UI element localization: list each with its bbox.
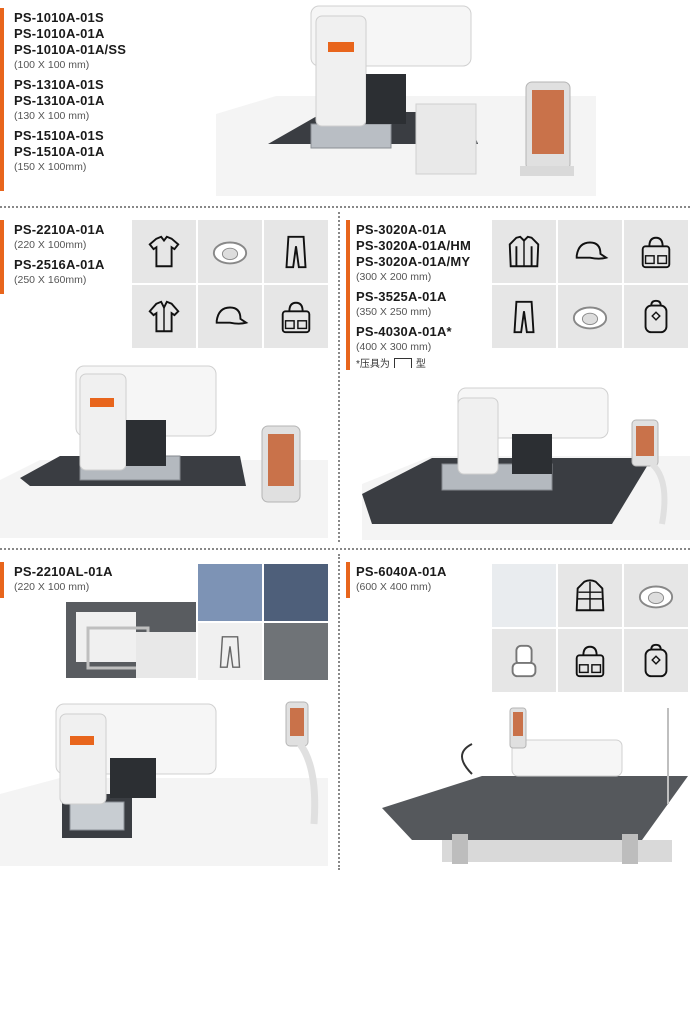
- accent-bar: [0, 562, 4, 598]
- pants-pattern-icon: [198, 623, 262, 680]
- sewing-area-size: (350 X 250 mm): [356, 306, 432, 318]
- sewing-area-size: (130 X 100 mm): [14, 110, 90, 122]
- section-divider: [0, 206, 690, 208]
- section-mid-right: PS-3020A-01A PS-3020A-01A/HM PS-3020A-01…: [342, 212, 690, 542]
- backpack-icon: [624, 285, 688, 348]
- sewing-area-size: (300 X 200 mm): [356, 271, 432, 283]
- column-divider: [338, 212, 340, 542]
- down-jacket-icon: [558, 564, 622, 627]
- handbag-icon: [624, 220, 688, 283]
- sewing-area-size: (250 X 160mm): [14, 274, 87, 286]
- pants-icon: [264, 220, 328, 283]
- cap-icon: [558, 220, 622, 283]
- quilted-fabric-photo: [492, 564, 556, 627]
- model-name: PS-3020A-01A/HM: [356, 238, 471, 253]
- clamp-note-suffix: 型: [415, 359, 426, 370]
- column-divider: [338, 554, 340, 870]
- model-name: PS-1310A-01S: [14, 77, 104, 92]
- model-name: PS-2210A-01A: [14, 222, 105, 237]
- handbag-icon: [264, 285, 328, 348]
- jeans-leg-photo: [264, 564, 328, 621]
- pattern-sewing-machine-icon: [382, 704, 688, 864]
- model-name: PS-3525A-01A: [356, 289, 447, 304]
- section-bottom-right: PS-6040A-01A (600 X 400 mm): [342, 554, 690, 870]
- pants-icon: [492, 285, 556, 348]
- model-name: PS-1010A-01A/SS: [14, 42, 127, 57]
- model-list: PS-2210A-01A (220 X 100mm) PS-2516A-01A …: [14, 222, 105, 292]
- model-name: PS-1310A-01A: [14, 93, 105, 108]
- shoe-upper-icon: [624, 564, 688, 627]
- model-list: PS-1010A-01S PS-1010A-01A PS-1010A-01A/S…: [14, 10, 126, 179]
- section-divider: [0, 548, 690, 550]
- model-name: PS-3020A-01A: [356, 222, 447, 237]
- shirt-icon: [132, 285, 196, 348]
- accent-bar: [0, 8, 4, 191]
- model-name: PS-1510A-01S: [14, 128, 104, 143]
- clamp-note: *压具为 型: [356, 355, 471, 370]
- model-list: PS-3020A-01A PS-3020A-01A/HM PS-3020A-01…: [356, 222, 471, 370]
- jacket-icon: [492, 220, 556, 283]
- section-bottom-left: PS-2210AL-01A (220 X 100 mm): [0, 554, 336, 870]
- sewing-area-size: (400 X 300 mm): [356, 341, 432, 353]
- machine-closeup-photo: [66, 602, 196, 678]
- frame-shape-icon: [393, 357, 412, 368]
- shoe-upper-icon: [198, 220, 262, 283]
- polo-shirt-icon: [132, 220, 196, 283]
- application-icon-grid: [492, 220, 688, 348]
- model-name: PS-2210AL-01A: [14, 564, 113, 579]
- sewing-area-size: (600 X 400 mm): [356, 581, 432, 593]
- clamp-note-text: *压具为: [356, 359, 390, 370]
- model-list: PS-2210AL-01A (220 X 100 mm): [14, 564, 113, 599]
- model-name: PS-6040A-01A: [356, 564, 447, 579]
- shoe-upper-icon: [558, 285, 622, 348]
- accent-bar: [346, 562, 350, 598]
- pattern-sewing-machine-icon: [362, 384, 690, 540]
- model-name: PS-1510A-01A: [14, 144, 105, 159]
- model-list: PS-6040A-01A (600 X 400 mm): [356, 564, 447, 599]
- pattern-sewing-machine-icon: [0, 360, 328, 538]
- handbag-icon: [558, 629, 622, 692]
- application-icon-grid: [492, 564, 688, 692]
- pattern-sewing-machine-icon: [216, 4, 596, 196]
- section-mid-left: PS-2210A-01A (220 X 100mm) PS-2516A-01A …: [0, 212, 336, 542]
- cap-icon: [198, 285, 262, 348]
- sewing-area-size: (150 X 100mm): [14, 161, 87, 173]
- sewing-area-size: (100 X 100 mm): [14, 59, 90, 71]
- accent-bar: [346, 220, 350, 370]
- sewing-area-size: (220 X 100 mm): [14, 581, 90, 593]
- pattern-sewing-machine-icon: [0, 698, 328, 866]
- jeans-pocket-photo: [198, 564, 262, 621]
- application-photo-grid: [198, 564, 328, 680]
- water-drops-photo: [264, 623, 328, 680]
- model-name: PS-3020A-01A/MY: [356, 254, 471, 269]
- car-seat-icon: [492, 629, 556, 692]
- model-name: PS-2516A-01A: [14, 257, 105, 272]
- backpack-icon: [624, 629, 688, 692]
- model-name: PS-1010A-01A: [14, 26, 105, 41]
- sewing-area-size: (220 X 100mm): [14, 239, 87, 251]
- section-top: PS-1010A-01S PS-1010A-01A PS-1010A-01A/S…: [0, 0, 690, 200]
- application-icon-grid: [132, 220, 328, 348]
- accent-bar: [0, 220, 4, 294]
- model-name: PS-4030A-01A*: [356, 324, 452, 339]
- model-name: PS-1010A-01S: [14, 10, 104, 25]
